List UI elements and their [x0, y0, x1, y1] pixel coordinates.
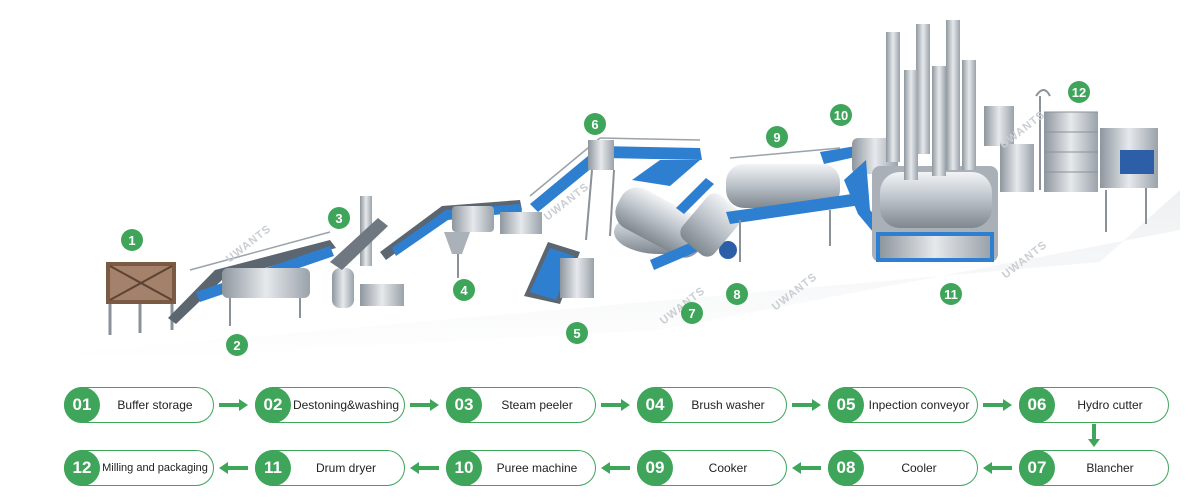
hydro-cutter-machine	[529, 137, 702, 241]
step-code: 06	[1019, 387, 1055, 423]
cooker-machine	[726, 147, 868, 262]
production-line-illustration	[78, 20, 1180, 362]
step-label: Milling and packaging	[102, 461, 208, 474]
floor-shadow	[78, 190, 1180, 362]
step-10-puree-machine: 10 Puree machine	[446, 450, 596, 486]
step-code: 08	[828, 450, 864, 486]
buffer-storage-machine	[106, 262, 176, 335]
step-05-inspection-conveyor: 05 Inpection conveyor	[828, 387, 978, 423]
arrow-right-icon	[983, 399, 1012, 411]
step-code: 04	[637, 387, 673, 423]
destoning-washing-machine	[168, 231, 336, 326]
machine-marker-2: 2	[226, 334, 248, 356]
step-01-buffer-storage: 01 Buffer storage	[64, 387, 214, 423]
arrow-right-icon	[219, 399, 248, 411]
machine-marker-3: 3	[328, 207, 350, 229]
arrow-right-icon	[410, 399, 439, 411]
step-09-cooker: 09 Cooker	[637, 450, 787, 486]
arrow-right-icon	[792, 399, 821, 411]
arrow-left-icon	[410, 462, 439, 474]
step-label: Steam peeler	[501, 397, 573, 412]
machine-marker-9: 9	[766, 126, 788, 148]
brush-washer-machine	[380, 200, 542, 278]
step-08-cooler: 08 Cooler	[828, 450, 978, 486]
step-12-milling-packaging: 12 Milling and packaging	[64, 450, 214, 486]
step-label: Hydro cutter	[1077, 397, 1143, 412]
arrow-right-icon	[601, 399, 630, 411]
step-code: 03	[446, 387, 482, 423]
arrow-left-icon	[219, 462, 248, 474]
arrow-left-icon	[983, 462, 1012, 474]
machine-marker-11: 11	[940, 283, 962, 305]
arrow-left-icon	[792, 462, 821, 474]
milling-packaging-machine	[1035, 89, 1158, 232]
step-03-steam-peeler: 03 Steam peeler	[446, 387, 596, 423]
machine-marker-6: 6	[584, 113, 606, 135]
step-label: Cooker	[708, 460, 748, 475]
machine-marker-8: 8	[726, 283, 748, 305]
step-11-drum-dryer: 11 Drum dryer	[255, 450, 405, 486]
step-code: 12	[64, 450, 100, 486]
step-04-brush-washer: 04 Brush washer	[637, 387, 787, 423]
step-label: Blancher	[1086, 460, 1134, 475]
step-code: 10	[446, 450, 482, 486]
machine-marker-1: 1	[121, 229, 143, 251]
step-label: Cooler	[901, 460, 937, 475]
machine-marker-10: 10	[830, 104, 852, 126]
arrow-left-icon	[601, 462, 630, 474]
inspection-conveyor-machine	[524, 242, 594, 304]
step-02-destoning-washing: 02 Destoning&washing	[255, 387, 405, 423]
steam-peeler-machine	[330, 196, 404, 308]
drum-dryer-machine	[872, 20, 1034, 262]
machine-marker-7: 7	[681, 302, 703, 324]
step-code: 05	[828, 387, 864, 423]
step-code: 07	[1019, 450, 1055, 486]
machine-marker-12: 12	[1068, 81, 1090, 103]
step-code: 11	[255, 450, 291, 486]
step-label: Inpection conveyor	[868, 397, 970, 412]
step-label: Brush washer	[691, 397, 765, 412]
machine-marker-4: 4	[453, 279, 475, 301]
step-07-blancher: 07 Blancher	[1019, 450, 1169, 486]
step-code: 09	[637, 450, 673, 486]
step-label: Drum dryer	[315, 460, 376, 475]
cooler-machine	[680, 193, 742, 259]
step-label: Destoning&washing	[292, 397, 400, 412]
machine-marker-5: 5	[566, 322, 588, 344]
arrow-down-icon	[1088, 424, 1100, 447]
step-code: 01	[64, 387, 100, 423]
step-code: 02	[255, 387, 291, 423]
step-06-hydro-cutter: 06 Hydro cutter	[1019, 387, 1169, 423]
step-label: Puree machine	[496, 460, 578, 475]
step-label: Buffer storage	[117, 397, 193, 412]
